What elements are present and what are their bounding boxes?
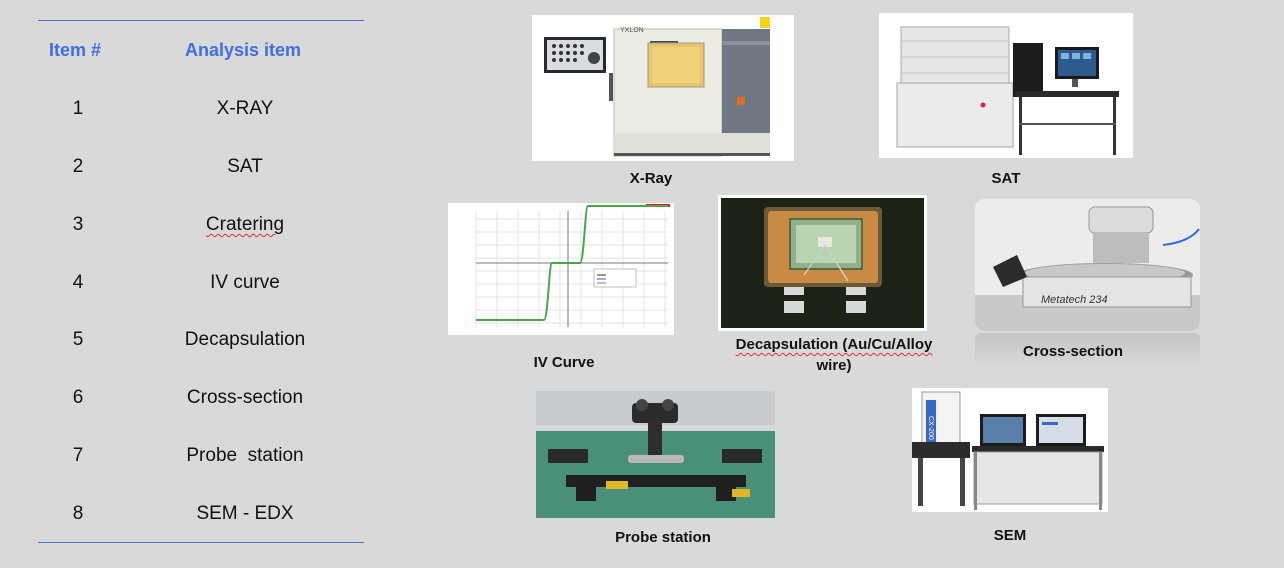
row-item: IV curve — [210, 272, 280, 293]
sem-caption: SEM — [993, 527, 1027, 544]
xray-image: YXLON — [532, 15, 794, 161]
iv-curve-caption: IV Curve — [533, 354, 595, 371]
probe-station-image — [536, 391, 775, 518]
cross-section-caption: Cross-section — [1022, 343, 1124, 360]
row-number: 4 — [72, 272, 84, 293]
header-analysis-item: Analysis item — [185, 40, 302, 60]
row-number: 8 — [72, 503, 84, 524]
row-number: 7 — [72, 445, 84, 466]
iv-curve-image — [448, 203, 674, 335]
sat-image — [879, 13, 1133, 158]
cross-section-brand-label: Metatech 234 — [1041, 294, 1108, 306]
xray-caption: X-Ray — [629, 170, 673, 187]
cross-section-image: Metatech 234 — [975, 199, 1200, 331]
table-top-rule — [38, 20, 364, 21]
row-number: 2 — [72, 156, 84, 177]
decapsulation-caption-line2: wire) — [816, 357, 852, 374]
row-number: 6 — [72, 387, 84, 408]
xray-brand-label: YXLON — [620, 27, 644, 34]
decapsulation-caption-line1: Decapsulation (Au/Cu/Alloy — [735, 336, 933, 353]
decapsulation-caption: Decapsulation (Au/Cu/Alloy wire) — [736, 334, 933, 376]
row-item: Decapsulation — [184, 329, 306, 350]
sem-image: CX-200 — [912, 388, 1108, 512]
sem-brand-label: CX-200 — [927, 416, 934, 440]
decapsulation-image — [718, 195, 927, 331]
row-number: 1 — [72, 98, 84, 119]
row-item: Probe station — [186, 445, 304, 466]
row-item: Cross-section — [186, 387, 304, 408]
row-item: Cratering — [205, 214, 285, 235]
table-bottom-rule — [38, 542, 364, 543]
probe-station-caption: Probe station — [615, 529, 711, 546]
header-item-number: Item # — [49, 40, 102, 60]
sat-caption: SAT — [991, 170, 1021, 187]
row-number: 5 — [72, 329, 84, 350]
row-item: SEM - EDX — [196, 503, 294, 524]
row-item: X-RAY — [216, 98, 274, 119]
row-number: 3 — [72, 214, 84, 235]
row-item: SAT — [227, 156, 263, 177]
cross-section-shadow — [975, 333, 1200, 367]
